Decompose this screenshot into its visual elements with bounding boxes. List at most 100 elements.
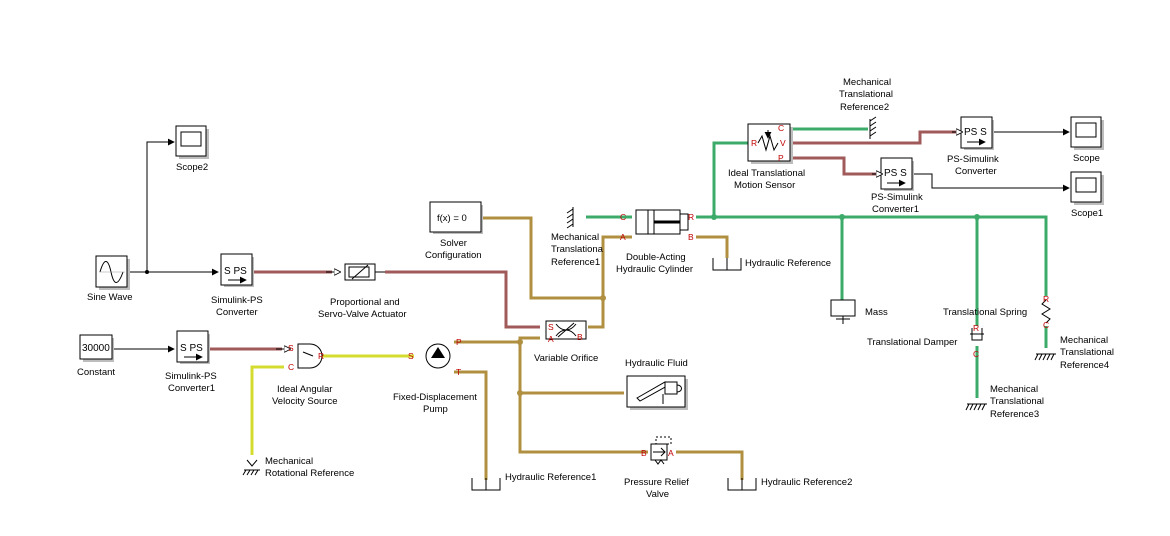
port-b-label: B [577,332,583,342]
signal-lines [113,128,1070,353]
signal-line-to-scope1[interactable] [914,173,1070,192]
rot-line-c[interactable] [250,365,284,455]
port-b-label: B [641,448,647,458]
simulink-ps-converter-block[interactable]: S PS Simulink-PS Converter [211,253,263,318]
port-r-label: R [973,323,979,333]
mech-ref3-label-1: Mechanical [990,384,1038,395]
scope-block[interactable]: Scope [1070,116,1104,164]
hyd-line-pump-p[interactable] [454,336,540,344]
ps-simulink1-label-1: PS-Simulink [871,192,923,203]
actuator-icon [351,264,369,280]
mass-block[interactable]: Mass [830,299,888,324]
port-a-label: A [668,448,674,458]
cylinder-label-1: Double-Acting [626,252,686,263]
ps-simulink-converter-block[interactable]: PS S PS-Simulink Converter [947,116,999,177]
port-p-label: P [456,337,462,347]
port-c-label: C [620,212,626,222]
scope1-block[interactable]: Scope1 [1070,171,1104,219]
hyd-line-cylinder-a[interactable] [588,235,632,329]
port-r-label: R [318,351,324,361]
translational-damper-block[interactable]: R C Translational Damper [867,323,984,359]
hydraulic-cylinder-block[interactable]: C R A B Double-Acting Hydraulic Cylinder [616,209,694,275]
rot-ref-label-1: Mechanical [265,456,313,467]
scope2-label: Scope2 [176,162,208,173]
mech-ref1-label-2: Translationa [551,244,604,255]
constant-value: 30000 [82,343,110,354]
mech-ref2-block[interactable]: Mechanical Translational Reference2 [839,77,893,139]
hyd-ref2-label: Hydraulic Reference2 [761,477,852,488]
hyd-junction [517,339,523,345]
valve-actuator-label-1: Proportional and [330,297,400,308]
hyd-line-fluid[interactable] [518,342,624,395]
hyd-ref1-label: Hydraulic Reference1 [505,472,596,483]
simulink-ps1-label-2: Converter1 [168,383,215,394]
port-s-label: S [548,322,554,332]
damper-label: Translational Damper [867,337,957,348]
cylinder-label-2: Hydraulic Cylinder [616,264,693,275]
mech-ref3-block[interactable]: Mechanical Translational Reference3 [965,384,1044,420]
hydraulic-fluid-block[interactable]: Hydraulic Fluid [625,358,688,410]
valve-actuator-label-2: Servo-Valve Actuator [318,309,407,320]
mech-line-main[interactable] [696,215,1048,296]
mech-ref1-block[interactable]: Mechanical Translationa Reference1 [551,207,604,268]
ps-line-sensor-v[interactable] [792,130,958,145]
translational-ground-icon [566,207,574,229]
simulink-ps1-icon-text: S PS [180,343,203,354]
mech-ref4-label-1: Mechanical [1060,335,1108,346]
solver-label-1: Solver [440,238,467,249]
solver-configuration-block[interactable]: f(x) = 0 Solver Configuration [425,201,483,261]
sensor-spring-icon [757,134,779,152]
rotational-reference-block[interactable]: Mechanical Rotational Reference [242,456,354,479]
translational-ground-icon [1034,353,1056,361]
translational-ground-icon [965,403,987,411]
mech-ref2-label-1: Mechanical [843,77,891,88]
hydraulic-reference-block[interactable]: Hydraulic Reference [712,258,831,271]
hydraulic-reference1-block[interactable]: Hydraulic Reference1 [471,472,596,491]
constant-block[interactable]: 30000 Constant [77,334,115,378]
sine-wave-block[interactable]: Sine Wave [87,255,133,303]
mechanical-lines [586,127,1048,398]
mech-line-sensor-r[interactable] [712,141,750,217]
hyd-line-solver[interactable] [482,216,603,300]
hyd-line-relief-b[interactable] [518,393,648,454]
mech-ref2-label-2: Translational [839,89,893,100]
ps-simulink1-icon-text: PS S [884,168,907,179]
mech-ref4-block[interactable]: Mechanical Translational Reference4 [1034,335,1114,371]
scope2-block[interactable]: Scope2 [175,125,209,173]
simulink-ps-converter1-block[interactable]: S PS Simulink-PS Converter1 [165,330,217,394]
hyd-line-cylinder-b[interactable] [696,235,729,258]
valve-actuator-block[interactable]: Proportional and Servo-Valve Actuator [318,263,407,320]
ps-simulink-converter1-block[interactable]: PS S PS-Simulink Converter1 [871,157,923,215]
signal-line-to-scope2[interactable] [146,138,175,272]
source-icon [297,343,323,369]
mech-ref4-label-3: Reference4 [1060,360,1109,371]
port-b-label: B [688,232,694,242]
translational-spring-block[interactable]: R C Translational Spring [943,294,1051,330]
hyd-line-relief-a[interactable] [676,450,744,480]
ps-line-actuator-to-orifice[interactable] [385,270,540,329]
ps-simulink1-label-2: Converter1 [872,204,919,215]
port-c-label: C [778,123,784,133]
ps-line-sensor-p[interactable] [792,156,878,176]
motion-sensor-label-1: Ideal Translational [728,168,805,179]
mech-junction [839,214,845,220]
port-v-label: V [780,138,786,148]
variable-orifice-block[interactable]: S A B Variable Orifice [534,320,598,364]
pump-block[interactable]: S P T Fixed-Displacement Pump [393,337,477,415]
hydraulic-reference2-block[interactable]: Hydraulic Reference2 [727,477,852,491]
port-s-label: S [408,351,414,361]
relief-valve-block[interactable]: B A Pressure Relief Valve [624,436,689,500]
ps-simulink-label-2: Converter [955,166,997,177]
scope1-label: Scope1 [1071,208,1103,219]
sine-wave-label: Sine Wave [87,292,133,303]
angular-velocity-source-block[interactable]: S R C Ideal Angular Velocity Source [272,343,337,407]
motion-sensor-block[interactable]: R C V P Ideal Translational Motion Senso… [728,123,805,191]
translational-ground-icon [869,116,877,139]
rotational-lines [250,354,414,455]
port-r-label: R [1043,294,1049,304]
mech-ref2-label-3: Reference2 [840,102,889,113]
mech-ref1-label-3: Reference1 [551,257,600,268]
mech-ref3-label-3: Reference3 [990,409,1039,420]
hyd-line-pump-t[interactable] [454,370,488,480]
